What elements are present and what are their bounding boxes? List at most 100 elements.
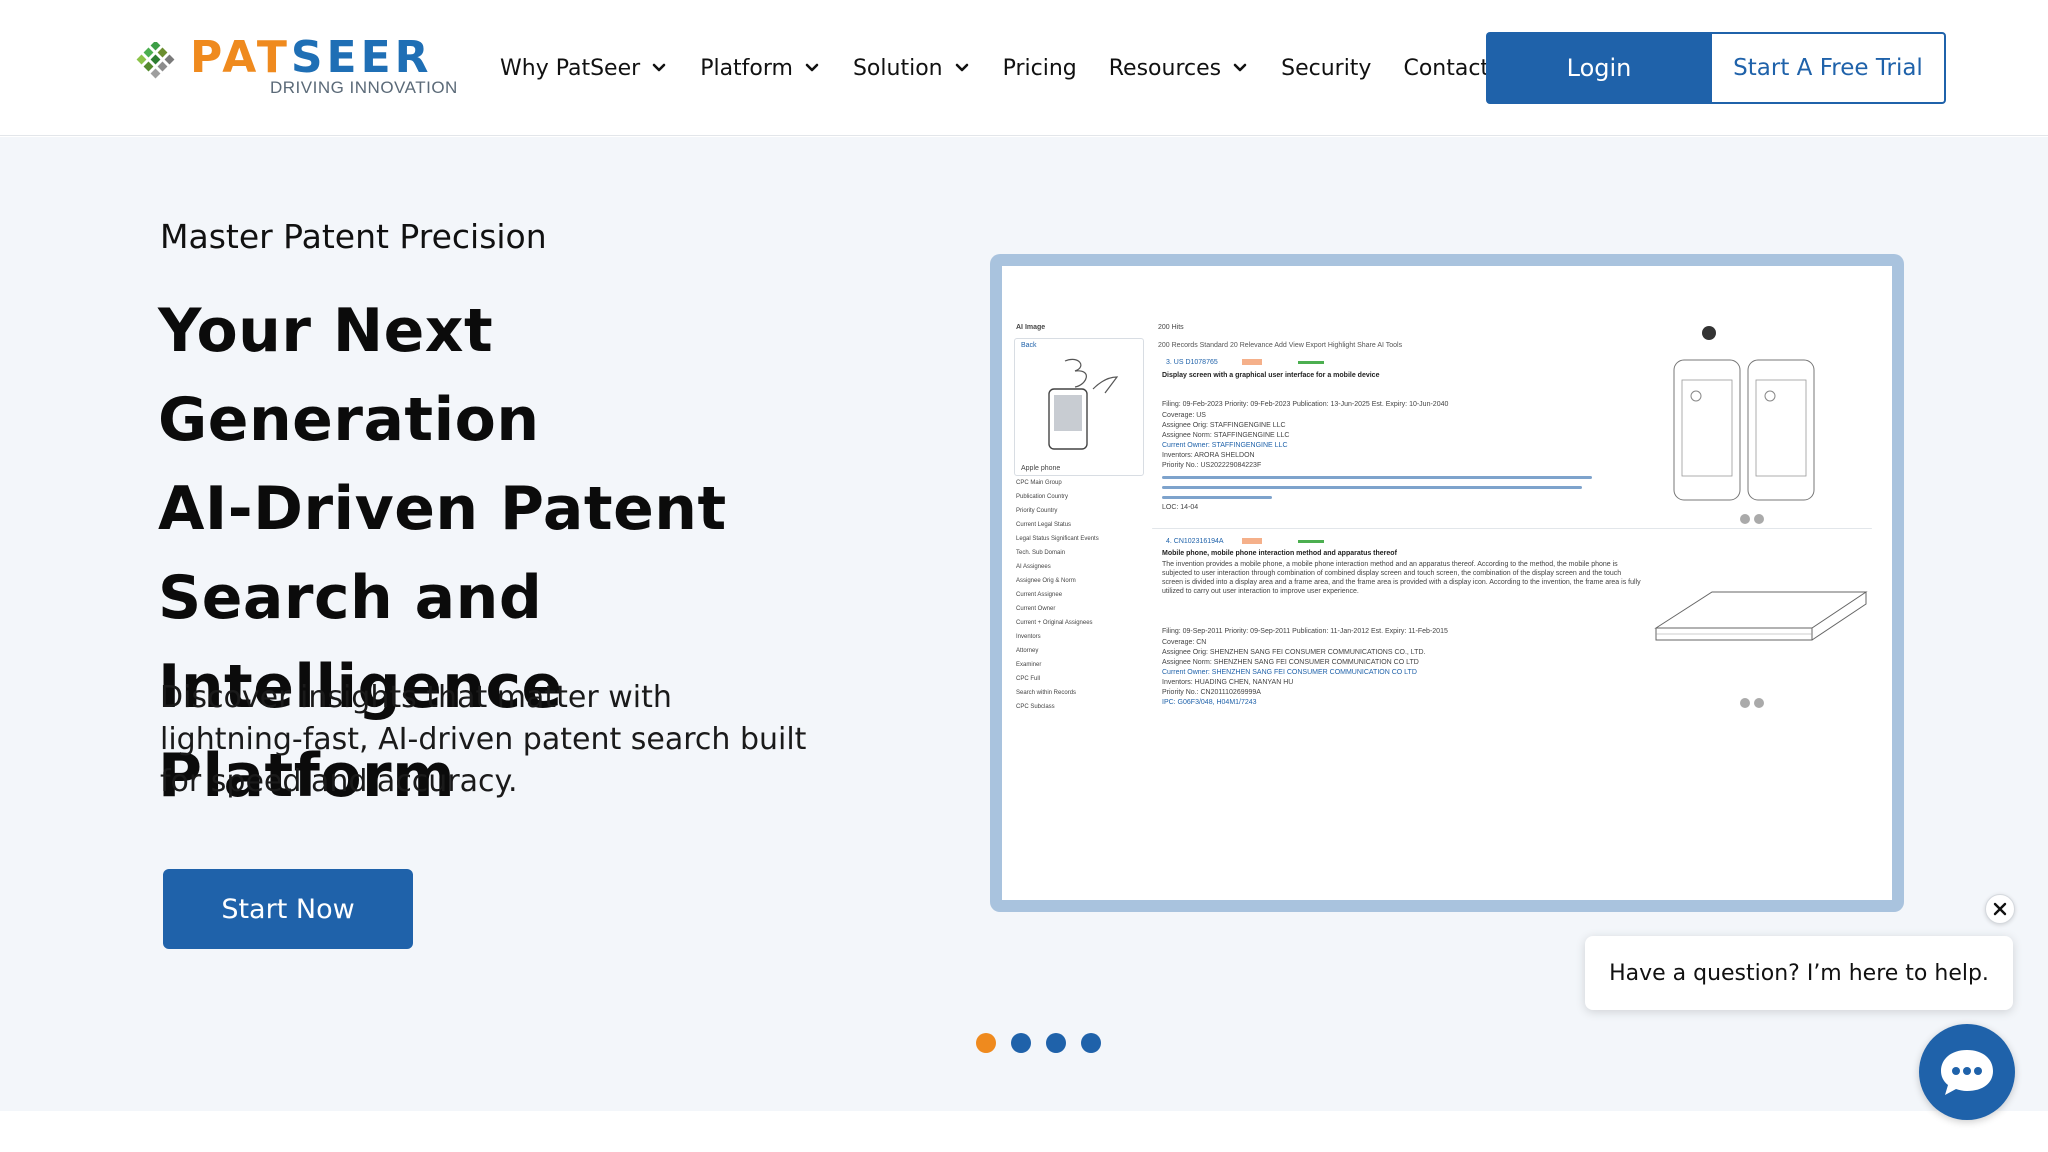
shot-score-bar: [1298, 540, 1324, 543]
site-header: PATSEER DRIVING INNOVATION Why PatSeer P…: [0, 0, 2048, 136]
shot-cpc-line: [1162, 476, 1592, 479]
logo-word-pat: PAT: [190, 32, 291, 83]
nav-label: Platform: [700, 55, 793, 81]
shot-filter-item: Assignee Orig & Norm: [1016, 578, 1076, 584]
shot-record2-priority: Priority No.: CN201110269999A: [1162, 689, 1261, 696]
device-drawing-icon: [1654, 591, 1868, 641]
nav-label: Solution: [852, 55, 943, 81]
shot-left-title: AI Image: [1016, 324, 1046, 331]
shot-filter-item: Current Assignee: [1016, 592, 1063, 598]
logo-diamond-icon: [136, 42, 175, 79]
shot-filter-item: Priority Country: [1016, 508, 1058, 514]
shot-filter-item: Tech. Sub Domain: [1016, 550, 1066, 556]
shot-hits-label: 200 Hits: [1158, 324, 1184, 331]
hero-headline: Your Next Generation AI-Driven Patent Se…: [158, 287, 878, 821]
nav-label: Pricing: [1002, 55, 1077, 81]
shot-record1-priority: Priority No.: US202229084223F: [1162, 462, 1262, 469]
nav-label: Contact: [1403, 55, 1490, 81]
shot-record1-title: Display screen with a graphical user int…: [1162, 372, 1380, 379]
carousel-dot[interactable]: [1081, 1033, 1101, 1053]
phone-drawing-icon: [1673, 359, 1815, 501]
close-icon: [1993, 902, 2007, 916]
patseer-logo[interactable]: PATSEER DRIVING INNOVATION: [134, 32, 464, 100]
nav-contact[interactable]: Contact: [1403, 56, 1489, 81]
shot-next-icon: [1754, 514, 1764, 524]
free-trial-button[interactable]: Start A Free Trial: [1710, 32, 1946, 104]
chat-bubble-icon: [1941, 1050, 1993, 1095]
shot-prev-icon: [1740, 514, 1750, 524]
login-button[interactable]: Login: [1486, 32, 1712, 104]
shot-filter-item: Publication Country: [1016, 494, 1069, 500]
headline-line: Search and: [158, 563, 543, 633]
shot-toolbar: 200 Records Standard 20 Relevance Add Vi…: [1158, 342, 1403, 349]
chevron-down-icon: [652, 63, 666, 72]
shot-cpc-line: [1162, 486, 1582, 489]
shot-filter-item: Current + Original Assignees: [1016, 620, 1093, 626]
product-screenshot-frame: AI Image Back Apple phone 200 Hits 200 R…: [990, 254, 1904, 912]
shot-filter-item: CPC Main Group: [1016, 480, 1062, 486]
logo-tagline: DRIVING INNOVATION: [270, 78, 458, 97]
carousel-dot[interactable]: [1011, 1033, 1031, 1053]
shot-filter-item: Inventors: [1016, 634, 1041, 640]
hero-subtext: Discover insights that matter with light…: [160, 680, 807, 799]
nav-resources[interactable]: Resources: [1109, 56, 1249, 81]
shot-record1-owner: Current Owner: STAFFINGENGINE LLC: [1162, 442, 1288, 449]
carousel-dots: [976, 1033, 1116, 1053]
chat-launcher-button[interactable]: [1919, 1024, 2015, 1120]
nav-security[interactable]: Security: [1281, 56, 1371, 81]
nav-label: Why PatSeer: [500, 55, 641, 81]
shot-next-icon: [1754, 698, 1764, 708]
start-now-button[interactable]: Start Now: [163, 869, 413, 949]
logo-wordmark: PATSEER: [190, 32, 433, 84]
shot-record2-coverage: Coverage: CN: [1162, 639, 1207, 646]
shot-filter-item: CPC Full: [1016, 676, 1041, 682]
nav-label: Security: [1281, 55, 1372, 81]
shot-record1-dates: Filing: 09-Feb-2023 Priority: 09-Feb-202…: [1162, 401, 1449, 408]
hero-eyebrow: Master Patent Precision: [160, 217, 547, 256]
shot-record2-title: Mobile phone, mobile phone interaction m…: [1162, 550, 1397, 557]
chevron-down-icon: [805, 63, 819, 72]
hero-section: Master Patent Precision Your Next Genera…: [0, 137, 2048, 1111]
nav-pricing[interactable]: Pricing: [1003, 56, 1077, 81]
carousel-dot[interactable]: [976, 1033, 996, 1053]
shot-filter-item: Legal Status Significant Events: [1016, 536, 1099, 542]
chevron-down-icon: [1233, 63, 1247, 72]
headline-line: Your Next Generation: [158, 296, 540, 455]
shot-filter-item: Current Owner: [1016, 606, 1056, 612]
shot-thumb-caption: Apple phone: [1021, 465, 1061, 472]
shot-filter-item: AI Assignees: [1016, 564, 1051, 570]
shot-record2-dates: Filing: 09-Sep-2011 Priority: 09-Sep-201…: [1162, 628, 1448, 635]
shot-record2-ipc: IPC: G06F3/048, H04M1/7243: [1162, 699, 1257, 706]
chat-prompt-bubble[interactable]: Have a question? I’m here to help.: [1585, 936, 2013, 1010]
shot-back-link: Back: [1021, 342, 1037, 349]
shot-record1-number: 3. US D1078765: [1166, 359, 1218, 366]
shot-cpc-line: [1162, 496, 1272, 499]
shot-score-chip: [1242, 359, 1262, 365]
shot-record1-assignee-orig: Assignee Orig: STAFFINGENGINE LLC: [1162, 422, 1286, 429]
nav-solution[interactable]: Solution: [853, 56, 971, 81]
nav-why-patseer[interactable]: Why PatSeer: [500, 56, 668, 81]
nav-label: Resources: [1108, 55, 1222, 81]
carousel-dot[interactable]: [1046, 1033, 1066, 1053]
main-nav: Why PatSeer Platform Solution Pricing Re…: [500, 48, 1521, 88]
headline-line: AI-Driven Patent: [158, 474, 727, 544]
shot-score-chip: [1242, 538, 1262, 544]
shot-filter-item: Examiner: [1016, 662, 1042, 668]
shot-record1-inventors: Inventors: ARORA SHELDON: [1162, 452, 1255, 459]
shot-record2-number: 4. CN102316194A: [1166, 538, 1224, 545]
shot-filter-item: Current Legal Status: [1016, 522, 1072, 528]
shot-filter-item: Attorney: [1016, 648, 1039, 654]
shot-record2-assignee-orig: Assignee Orig: SHENZHEN SANG FEI CONSUME…: [1162, 649, 1426, 656]
shot-record2-owner: Current Owner: SHENZHEN SANG FEI CONSUME…: [1162, 669, 1417, 676]
shot-filter-item: CPC Subclass: [1016, 704, 1055, 710]
shot-avatar: [1702, 326, 1716, 340]
shot-divider: [1152, 528, 1872, 529]
shot-prev-icon: [1740, 698, 1750, 708]
phone-sketch-icon: [1048, 358, 1119, 450]
shot-score-bar: [1298, 361, 1324, 364]
logo-word-seer: SEER: [290, 32, 433, 83]
shot-record2-assignee-norm: Assignee Norm: SHENZHEN SANG FEI CONSUME…: [1162, 659, 1419, 666]
headline-line: Intelligence Platform: [158, 652, 563, 811]
nav-platform[interactable]: Platform: [700, 56, 821, 81]
chat-close-button[interactable]: [1985, 894, 2015, 924]
